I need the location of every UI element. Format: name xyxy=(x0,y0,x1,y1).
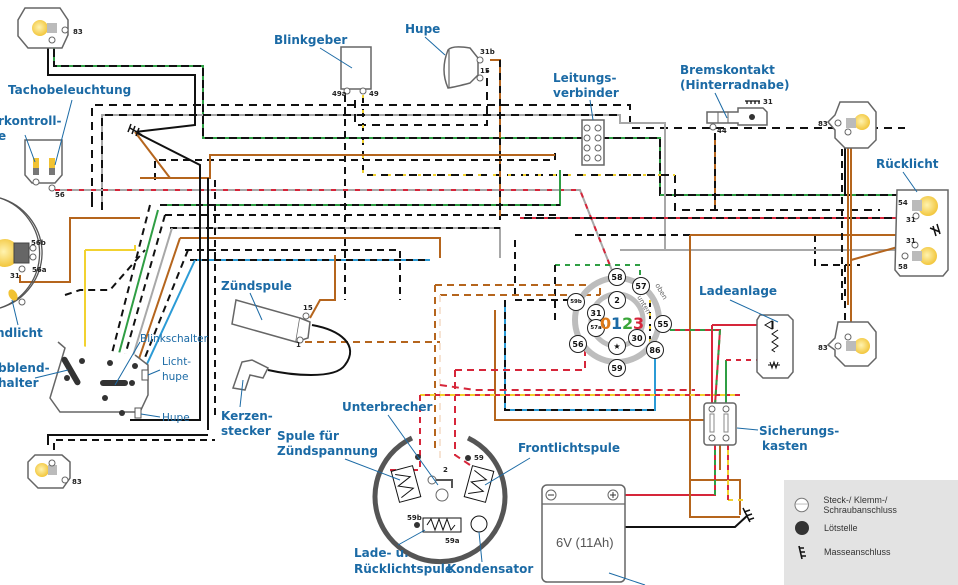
pin-label: 59a xyxy=(445,537,460,545)
label-hupe: Hupe xyxy=(405,22,440,36)
blinker-rear-right-lower: 83 xyxy=(818,321,877,367)
pin-label: 56a xyxy=(32,266,47,274)
legend-label: Steck-/ Klemm-/ Schraubanschluss xyxy=(823,495,897,515)
flasher-relay: 49a 49 xyxy=(332,46,379,98)
label-ruecklicht: Rücklicht xyxy=(876,157,939,171)
label-kerzenstecker-2: stecker xyxy=(221,424,271,438)
pin-label: 15 xyxy=(480,67,490,75)
capacitor-icon xyxy=(470,515,488,533)
solder-point-icon xyxy=(795,521,809,535)
legend-item-ground: Masseanschluss xyxy=(794,542,891,562)
spark-plug-cap xyxy=(232,359,270,391)
label-blinkerkontrollleuchte-2: e xyxy=(0,129,6,143)
brake-contact: 44 31 xyxy=(706,98,773,135)
label-zuendspule: Zündspule xyxy=(221,279,292,293)
ground-icon xyxy=(127,123,143,137)
legend-label: Lötstelle xyxy=(824,523,858,533)
legend-label: Masseanschluss xyxy=(824,547,891,557)
label-frontlichtspule: Frontlichtspule xyxy=(518,441,620,455)
pin-label: 31 xyxy=(10,272,20,280)
label-bremskontakt-2: (Hinterradnabe) xyxy=(680,78,789,92)
pin-label: 44 xyxy=(717,127,727,135)
pin-label: 15 xyxy=(303,304,313,312)
label-blinkgeber: Blinkgeber xyxy=(274,33,347,47)
label-leitungsverbinder-1: Leitungs- xyxy=(553,71,616,85)
label-blinkschalter: Blinkschalter xyxy=(140,333,209,345)
generator-stator: 2 59 59b 59a xyxy=(372,435,508,565)
blinker-rear-left-lower: 83 xyxy=(27,454,82,489)
pin-label: 31 xyxy=(763,98,773,106)
label-spule-zuendspannung-2: Zündspannung xyxy=(277,444,378,458)
pin-label: 83 xyxy=(72,478,82,486)
pin-label: 31 xyxy=(906,237,916,245)
pin-label: 56b xyxy=(31,239,46,247)
label-hupe-switch: Hupe xyxy=(162,412,190,424)
wires xyxy=(19,45,906,528)
pin-label: 59b xyxy=(407,514,422,522)
label-blinkerkontrollleuchte-1: rkontroll- xyxy=(0,114,61,128)
pin-label: 2 xyxy=(443,466,448,474)
pin-label: 83 xyxy=(73,28,83,36)
ignition-coil-winding xyxy=(390,454,422,503)
pin-label: 31 xyxy=(906,216,916,224)
pin-label: 59 xyxy=(474,454,484,462)
pin-label: 56 xyxy=(55,191,65,199)
fuse-box xyxy=(703,402,737,446)
label-sicherungskasten-1: Sicherungs- xyxy=(759,424,839,438)
label-unterbrecher: Unterbrecher xyxy=(342,400,433,414)
legend-item-connector: Steck-/ Klemm-/ Schraubanschluss xyxy=(794,495,958,515)
headlight: 56b 56a 31 xyxy=(0,197,47,309)
pin-label: 83 xyxy=(818,120,828,128)
horn: 31b 15 xyxy=(443,46,495,89)
label-abblendschalter-1: bblend- xyxy=(0,361,50,375)
label-kondensator: Kondensator xyxy=(447,562,533,576)
label-kerzenstecker-1: Kerzen- xyxy=(221,409,273,423)
ground-icon xyxy=(742,507,755,523)
label-lichthupe-2: hupe xyxy=(162,371,188,383)
label-tachobeleuchtung: Tachobeleuchtung xyxy=(8,83,131,97)
charge-coil-winding xyxy=(414,517,462,533)
label-ladeanlage: Ladeanlage xyxy=(699,284,777,298)
label-lade-ruecklichtspule-2: Rücklichtspule xyxy=(354,562,453,576)
connector-icon xyxy=(794,497,809,513)
label-spule-zuendspannung-1: Spule für xyxy=(277,429,339,443)
legend: Steck-/ Klemm-/ Schraubanschluss Lötstel… xyxy=(784,480,958,585)
pin-label: 1 xyxy=(296,341,301,349)
ground-icon xyxy=(798,545,806,560)
pin-label: 49 xyxy=(369,90,379,98)
ignition-coil: 15 1 xyxy=(231,299,313,349)
tail-light: 54 31 31 58 xyxy=(894,189,949,277)
pin-label: 54 xyxy=(898,199,908,207)
legend-item-solder: Lötstelle xyxy=(794,518,858,538)
label-leitungsverbinder-2: verbinder xyxy=(553,86,619,100)
frontlight-coil-winding xyxy=(463,455,495,503)
pin-label: 83 xyxy=(818,344,828,352)
ignition-switch xyxy=(572,275,662,365)
label-abblendschalter-2: halter xyxy=(0,376,39,390)
pin-label: 58 xyxy=(898,263,908,271)
pin-label: 49a xyxy=(332,90,347,98)
wire-connector-block xyxy=(581,119,605,166)
blinker-rear-right-upper: 83 xyxy=(818,101,877,149)
label-lichthupe-1: Licht- xyxy=(162,356,191,368)
breaker-points xyxy=(427,475,453,502)
blinker-front-left: 83 xyxy=(17,7,83,49)
pin-label: 31b xyxy=(480,48,495,56)
battery-rating: 6V (11Ah) xyxy=(556,535,614,550)
label-standlicht: ndlicht xyxy=(0,326,43,340)
handlebar-switch xyxy=(49,341,149,419)
label-lade-ruecklichtspule-1: Lade- u. xyxy=(354,546,409,560)
battery: 6V (11Ah) xyxy=(541,484,646,585)
label-sicherungskasten-2: kasten xyxy=(762,439,808,453)
label-bremskontakt-1: Bremskontakt xyxy=(680,63,775,77)
charging-regulator xyxy=(756,314,794,379)
